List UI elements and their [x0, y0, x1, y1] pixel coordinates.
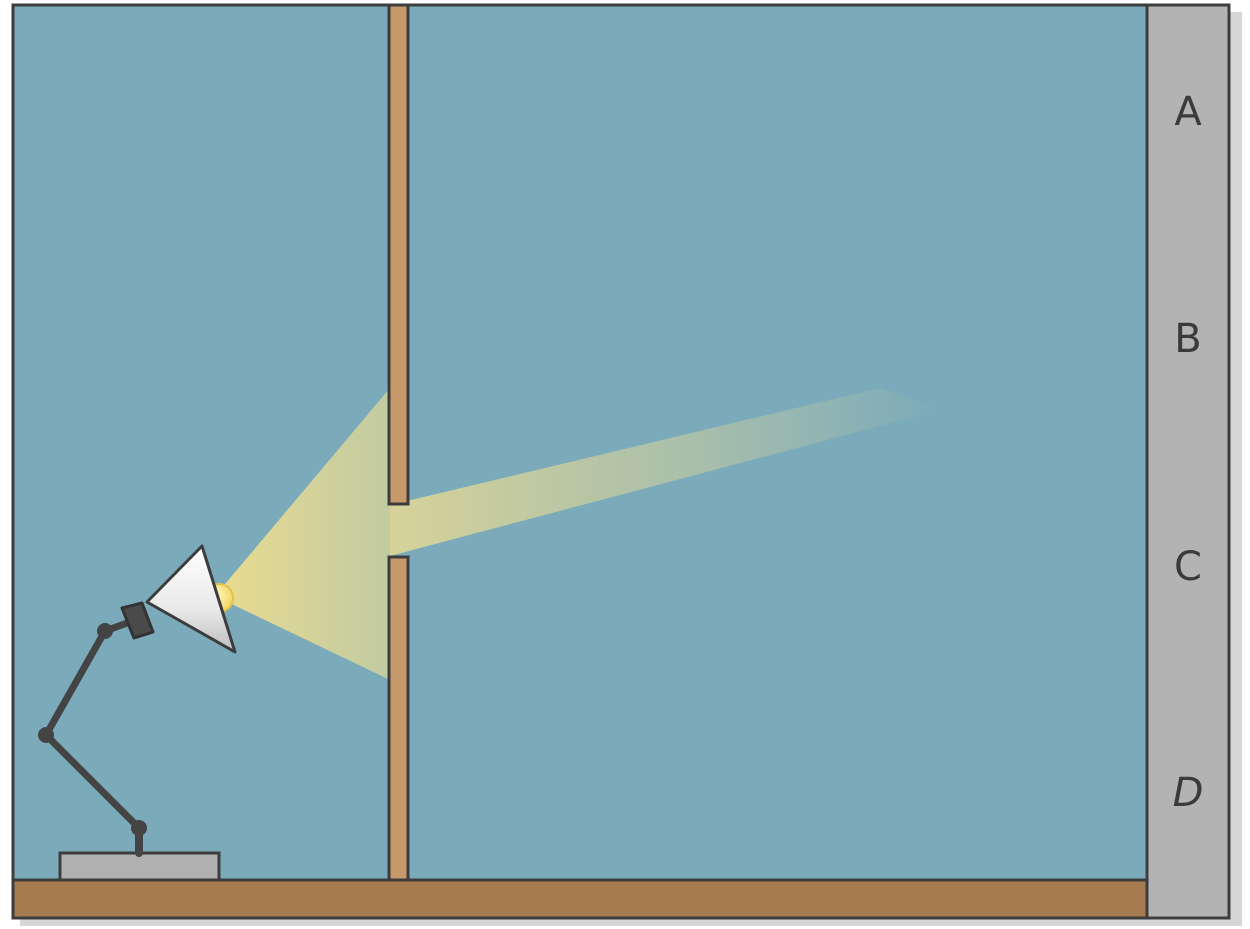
- barrier-lower: [387, 555, 410, 884]
- light-beam: [390, 388, 940, 556]
- screen-label-b: B: [1174, 316, 1201, 362]
- barrier-upper: [387, 3, 410, 506]
- room-background: [11, 3, 1150, 884]
- lamp-shade: [145, 544, 237, 654]
- desk-lamp-icon: [38, 544, 237, 882]
- table-surface: [11, 878, 1149, 920]
- lamp-arm: [42, 618, 143, 832]
- screen-label-c: C: [1174, 544, 1202, 590]
- light-cone: [215, 388, 390, 680]
- screen-label-d: D: [1173, 770, 1204, 816]
- lamp-socket: [120, 601, 155, 640]
- projection-screen: [1145, 3, 1231, 920]
- lamp-base: [58, 851, 221, 882]
- screen-label-a: A: [1174, 89, 1202, 135]
